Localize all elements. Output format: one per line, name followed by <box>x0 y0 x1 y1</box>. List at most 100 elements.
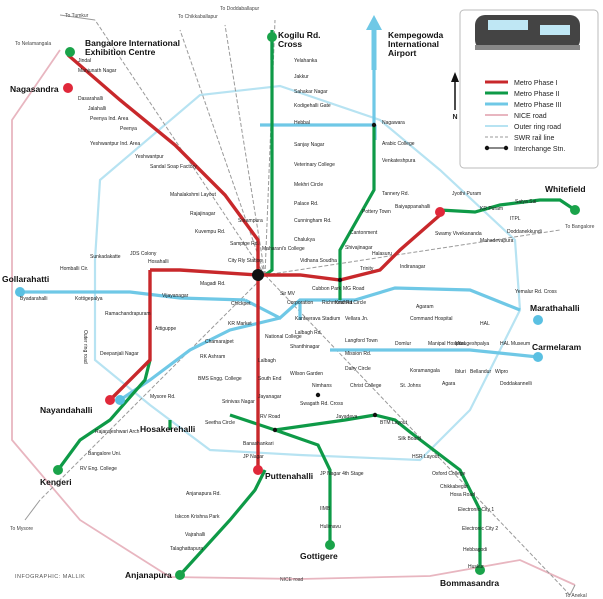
station-label: Satya Sai <box>515 199 536 205</box>
station-label: Huskur <box>468 564 484 570</box>
station-label: KR Puram <box>480 206 503 212</box>
station-label: Vijayanagar <box>162 293 189 299</box>
terminal-marathahalli <box>533 315 543 325</box>
legend-item-phase1: Metro Phase I <box>514 80 558 87</box>
station-label: Venkateshpura <box>382 158 416 164</box>
label-to-tumkur: To Tumkur <box>65 13 89 19</box>
station-label: HAL Museum <box>500 341 530 347</box>
station-label: Ibluri <box>455 369 466 375</box>
legend: N Metro Phase I Metro Phase II Metro Pha… <box>451 9 599 169</box>
station-label: Indiranagar <box>400 264 426 270</box>
station-label: Krishna Circle <box>335 300 366 306</box>
station-label: Magadi Rd. <box>200 281 226 287</box>
station-label: Oxford College <box>432 471 466 477</box>
station-label: St. Johns <box>400 383 421 389</box>
terminal-bommasandra <box>475 565 485 575</box>
station-label: Rajajinagar <box>190 211 216 217</box>
label-bommasandra: Bommasandra <box>440 578 499 588</box>
station-label: Kuvempu Rd. <box>195 229 225 235</box>
interchange-rv-road <box>272 427 278 433</box>
interchange-majestic <box>252 269 264 281</box>
station-label: Hebbal <box>294 120 310 126</box>
station-label: Sunkadakatte <box>90 254 121 260</box>
outer-ring-road <box>93 84 522 462</box>
station-label: Jayanagar <box>258 394 282 400</box>
interchange-hebbal <box>371 122 377 128</box>
north-label: N <box>452 114 457 121</box>
station-label: Halasuru <box>372 251 392 257</box>
label-nice-road: NICE road <box>280 577 304 583</box>
station-label: Hosahalli <box>148 259 169 265</box>
label-to-nelamangala: To Nelamangala <box>15 41 51 47</box>
label-to-mysore: To Mysore <box>10 526 33 532</box>
label-outer-ring-road-vertical: Outer ring road <box>82 330 88 364</box>
swr-rail-lines <box>39 19 571 596</box>
station-label: Byadarahalli <box>20 296 48 302</box>
station-label: Agara <box>442 381 456 387</box>
station-label: Mahadevapura <box>480 238 514 244</box>
station-label: Kottigepalya <box>75 296 103 302</box>
station-label: Maharani's College <box>262 246 305 252</box>
terminal-kogilu <box>267 32 277 42</box>
nice-road <box>11 49 576 586</box>
phase2-lines <box>56 30 576 577</box>
station-label: Peenya <box>120 126 137 132</box>
station-label: Richmond Rd. <box>322 300 354 306</box>
direction-arrows <box>24 14 576 596</box>
station-label: Jayadeva <box>336 414 358 420</box>
station-label: Doddanekkundi <box>507 229 542 235</box>
terminal-nayandahalli <box>105 395 115 405</box>
station-label: Sir MV <box>280 291 296 297</box>
label-kengeri: Kengeri <box>40 477 72 487</box>
label-gollarahatti: Gollarahatti <box>2 274 49 284</box>
station-label: Chickpet <box>231 301 251 307</box>
station-label: Yemalur Rd. Cross <box>515 289 557 295</box>
station-label: Pottery Town <box>362 209 391 215</box>
terminal-baiyappanahalli <box>435 207 445 217</box>
station-label: Command Hospital <box>410 316 453 322</box>
station-label: Wipro <box>495 369 508 375</box>
label-hosakerehalli: Hosakerehalli <box>140 424 195 434</box>
station-label: Murugeshpalya <box>455 341 489 347</box>
station-label: Vellara Jn. <box>345 316 368 322</box>
station-label: JDS Colony <box>130 251 157 257</box>
station-label: Trinity <box>360 266 374 272</box>
station-label: Sahakar Nagar <box>294 89 328 95</box>
station-label: Nimhans <box>312 383 332 389</box>
station-label: Lalbagh <box>258 358 276 364</box>
label-bie-1: Bangalore International <box>85 38 180 48</box>
terminal-hosakerehalli <box>115 395 125 405</box>
station-label: Veterinary College <box>294 162 335 168</box>
station-label: Arabic College <box>382 141 415 147</box>
station-label: Cubbon Park <box>312 286 342 292</box>
label-gottigere: Gottigere <box>300 551 338 561</box>
station-label: Kanteerava Stadium <box>295 316 340 322</box>
station-label: Vajrahalli <box>185 532 205 538</box>
terminal-carmelaram <box>533 352 543 362</box>
label-to-doddaballapur: To Doddaballapur <box>220 6 260 12</box>
label-kia-1: Kempegowda <box>388 30 444 40</box>
station-label: Palace Rd. <box>294 201 318 207</box>
station-label: Sanjay Nagar <box>294 142 325 148</box>
station-label: Vidhana Soudha <box>300 258 337 264</box>
station-label: Silk Board <box>398 436 421 442</box>
station-label: Cunningham Rd. <box>294 218 332 224</box>
phase1-lines <box>66 53 442 470</box>
station-label: RK Ashram <box>200 354 225 360</box>
terminal-nagasandra <box>63 83 73 93</box>
interchange-silk-board <box>372 412 378 418</box>
station-label: Hebbagodi <box>463 547 487 553</box>
station-label: Hulimavu <box>320 524 341 530</box>
station-label: Electronic City 2 <box>462 526 498 532</box>
interchange-swagath <box>315 392 321 398</box>
label-nagasandra: Nagasandra <box>10 84 59 94</box>
station-label: Attiguppe <box>155 326 176 332</box>
station-label: Dairy Circle <box>345 366 371 372</box>
station-label: BTM Layout <box>380 420 408 426</box>
station-label: Jindal <box>78 58 91 64</box>
station-label: City Rly Station <box>228 258 262 264</box>
station-label: Cantonment <box>350 230 378 236</box>
station-label: Langford Town <box>345 338 378 344</box>
station-label: Jalahalli <box>88 106 106 112</box>
station-label: KR Market <box>228 321 252 327</box>
